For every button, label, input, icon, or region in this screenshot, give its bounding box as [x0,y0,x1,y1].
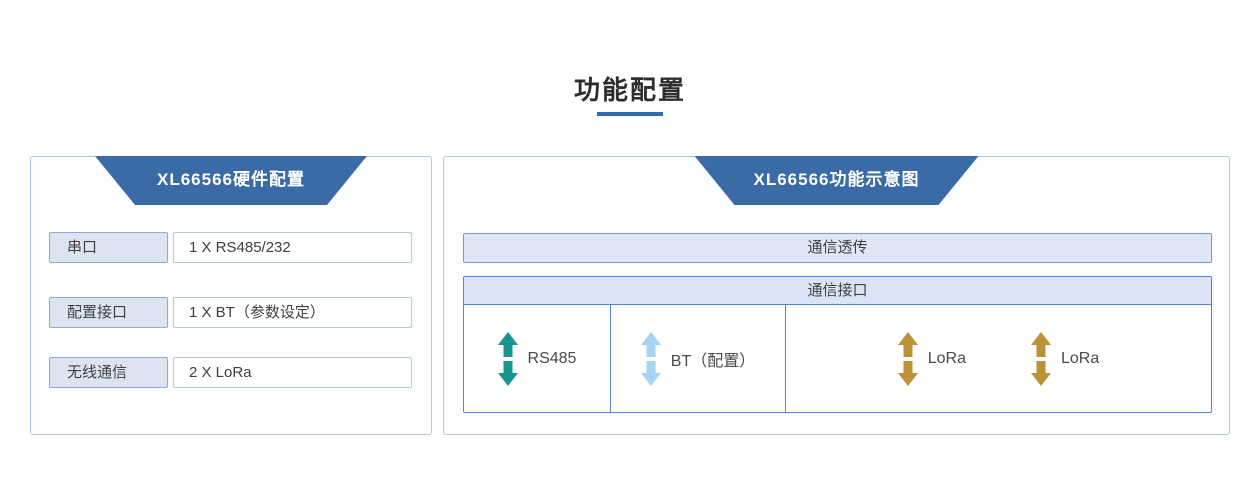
double-vertical-arrow-icon [640,331,661,386]
interface-cell-label: RS485 [527,349,577,367]
hardware-config-panel: XL66566硬件配置 串口 1 X RS485/232 配置接口 1 X BT… [30,156,432,435]
lora-arrow-group-1: LoRa [897,331,966,386]
transparent-transmission-bar: 通信透传 [463,233,1212,263]
hardware-row-label: 串口 [49,232,168,263]
double-vertical-arrow-icon [497,331,518,386]
bt-arrow-group: BT（配置） [640,331,756,386]
function-diagram-panel: XL66566功能示意图 通信透传 通信接口 RS485 [443,156,1230,435]
double-vertical-arrow-icon [1031,331,1051,386]
page-title: 功能配置 [573,75,686,105]
hardware-panel-header: XL66566硬件配置 [95,156,367,205]
double-vertical-arrow-icon [897,331,918,386]
rs485-arrow-group: RS485 [497,331,577,386]
hardware-row-value: 2 X LoRa [173,357,412,388]
interface-cell-label: LoRa [927,349,966,367]
interface-cell-label: BT（配置） [670,352,756,370]
hardware-row-label: 配置接口 [49,297,168,328]
hardware-row-label: 无线通信 [49,357,168,388]
hardware-row-wireless: 无线通信 2 X LoRa [31,357,431,388]
communication-interface-header: 通信接口 [464,277,1211,305]
interface-cell-lora: LoRa LoRa [785,305,1211,412]
interface-cell-bt: BT（配置） [610,305,785,412]
title-underline [597,112,663,116]
communication-interface-body: RS485 BT（配置） [464,305,1211,412]
hardware-row-serial: 串口 1 X RS485/232 [31,232,431,263]
hardware-row-value: 1 X BT（参数设定） [173,297,412,328]
communication-interface-table: 通信接口 RS485 [463,276,1212,413]
interface-cell-rs485: RS485 [464,305,610,412]
hardware-row-value: 1 X RS485/232 [173,232,412,263]
interface-cell-label: LoRa [1061,349,1100,367]
hardware-row-config-interface: 配置接口 1 X BT（参数设定） [31,297,431,328]
lora-arrow-group-2: LoRa [1031,331,1100,386]
function-panel-header: XL66566功能示意图 [695,156,979,205]
